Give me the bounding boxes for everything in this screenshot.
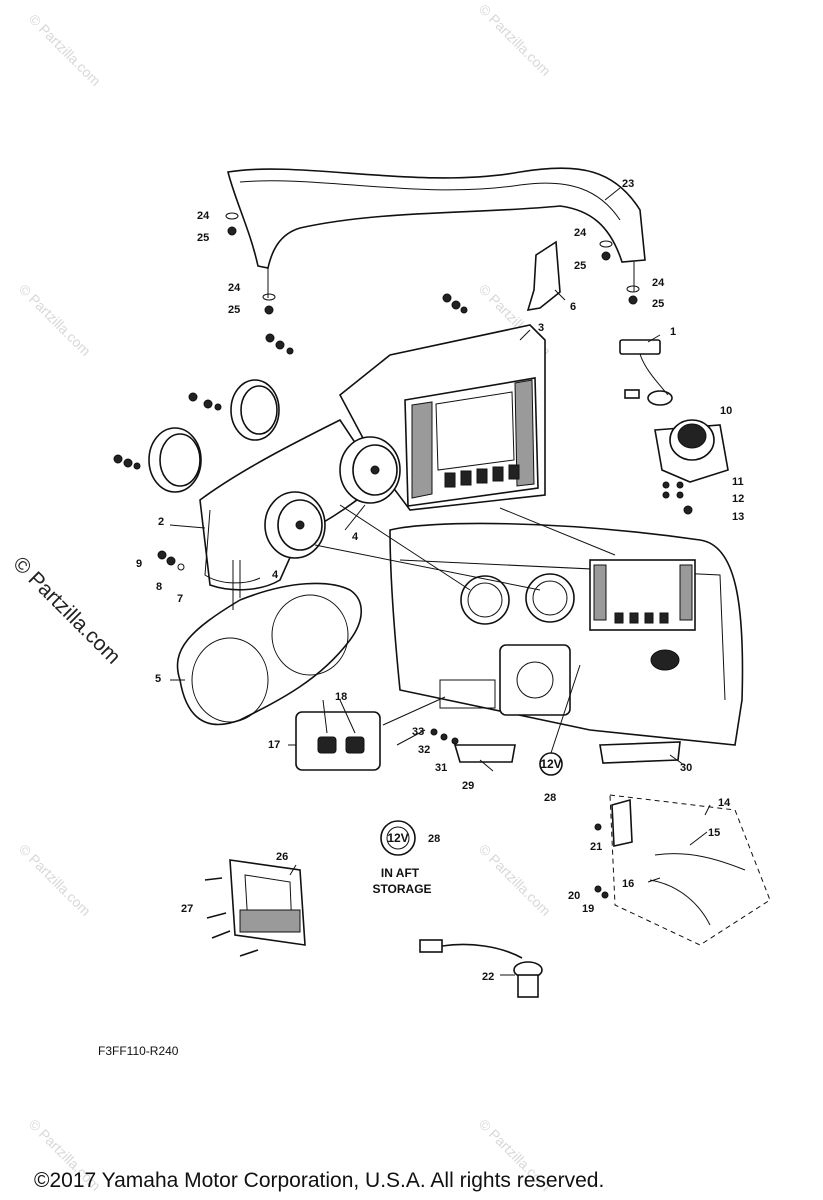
callout-6: 6: [570, 301, 576, 313]
watermark-mid-left: © Partzilla.com: [16, 281, 94, 359]
copyright-notice: ©2017 Yamaha Motor Corporation, U.S.A. A…: [34, 1169, 604, 1192]
callout-10: 10: [720, 405, 732, 417]
callout-14: 14: [718, 797, 731, 809]
callout-2: 2: [158, 516, 164, 528]
callout-1: 1: [670, 326, 676, 338]
part-17-switch-panel: [295, 711, 381, 771]
watermark-low-left: © Partzilla.com: [16, 841, 94, 919]
callout-17: 17: [268, 739, 280, 751]
part-28-socket: 12V: [539, 752, 563, 776]
callout-9: 9: [136, 558, 142, 570]
frame-opening-right: [271, 594, 349, 676]
callout-13: 13: [732, 511, 744, 523]
callout-25-mid-right: 25: [652, 298, 664, 310]
callout-25-top-right: 25: [574, 260, 586, 272]
callout-8: 8: [156, 581, 162, 593]
callout-21: 21: [590, 841, 602, 853]
part-6-bracket: [526, 240, 561, 312]
part-4-gauge-left: [264, 491, 326, 559]
part-23-grab-bar: [227, 167, 646, 298]
leader-lines: [169, 187, 711, 976]
callout-24-top-left: 24: [197, 210, 210, 222]
part-1-sensor: [619, 339, 673, 406]
watermark-side: © Partzilla.com: [8, 552, 124, 668]
part-10-control-knob: [654, 419, 729, 483]
frame-opening-left: [191, 637, 269, 723]
callout-23: 23: [622, 178, 634, 190]
part-28-aft-socket: 12V: [380, 820, 416, 856]
diagram-code: F3FF110-R240: [98, 1044, 179, 1058]
callout-24-mid-left: 24: [228, 282, 241, 294]
callout-20: 20: [568, 890, 580, 902]
callout-32: 32: [418, 744, 430, 756]
callout-4-left: 4: [272, 569, 279, 581]
callout-28-aft: 28: [428, 833, 440, 845]
callout-30: 30: [680, 762, 692, 774]
socket-label: 12V: [540, 757, 561, 771]
callout-25-mid-left: 25: [228, 304, 240, 316]
watermark-top-left: © Partzilla.com: [26, 11, 104, 89]
callout-18: 18: [335, 691, 347, 703]
callouts: 23 24 25 24 25 24 25 24 25 6 3 1 10 11 1…: [136, 178, 744, 983]
callout-25-top-left: 25: [197, 232, 209, 244]
dashboard-assembly: [389, 522, 744, 746]
callout-7: 7: [177, 593, 183, 605]
storage-note-line1: IN AFT: [381, 866, 420, 880]
callout-28-dash: 28: [544, 792, 556, 804]
callout-4-right: 4: [352, 531, 359, 543]
part-22-cable: [419, 939, 543, 998]
callout-33: 33: [412, 726, 424, 738]
part-26-module-bracket: [229, 859, 306, 946]
callout-19: 19: [582, 903, 594, 915]
callout-12: 12: [732, 493, 744, 505]
callout-5: 5: [155, 673, 161, 685]
part-14-harness: [609, 794, 771, 946]
callout-16: 16: [622, 878, 634, 890]
aft-socket-label: 12V: [387, 831, 408, 845]
callout-26: 26: [276, 851, 288, 863]
callout-11: 11: [732, 476, 744, 488]
callout-22: 22: [482, 971, 494, 983]
watermark-top-right: © Partzilla.com: [476, 1, 554, 79]
display-buttons: [444, 464, 520, 488]
callout-3: 3: [538, 322, 544, 334]
part-5-gauge-frame: [176, 582, 363, 726]
part-30-cover: [599, 741, 681, 764]
callout-15: 15: [708, 827, 720, 839]
part-4-gauge-right: [339, 436, 401, 504]
callout-24-top-right: 24: [574, 227, 587, 239]
callout-29: 29: [462, 780, 474, 792]
storage-note-line2: STORAGE: [372, 882, 431, 896]
gauge-bezels: [148, 379, 280, 493]
callout-24-mid-right: 24: [652, 277, 665, 289]
watermark-low-right: © Partzilla.com: [476, 841, 554, 919]
callout-31: 31: [435, 762, 447, 774]
part-29-cover: [453, 744, 516, 763]
hardware: [113, 212, 693, 957]
callout-27: 27: [181, 903, 193, 915]
